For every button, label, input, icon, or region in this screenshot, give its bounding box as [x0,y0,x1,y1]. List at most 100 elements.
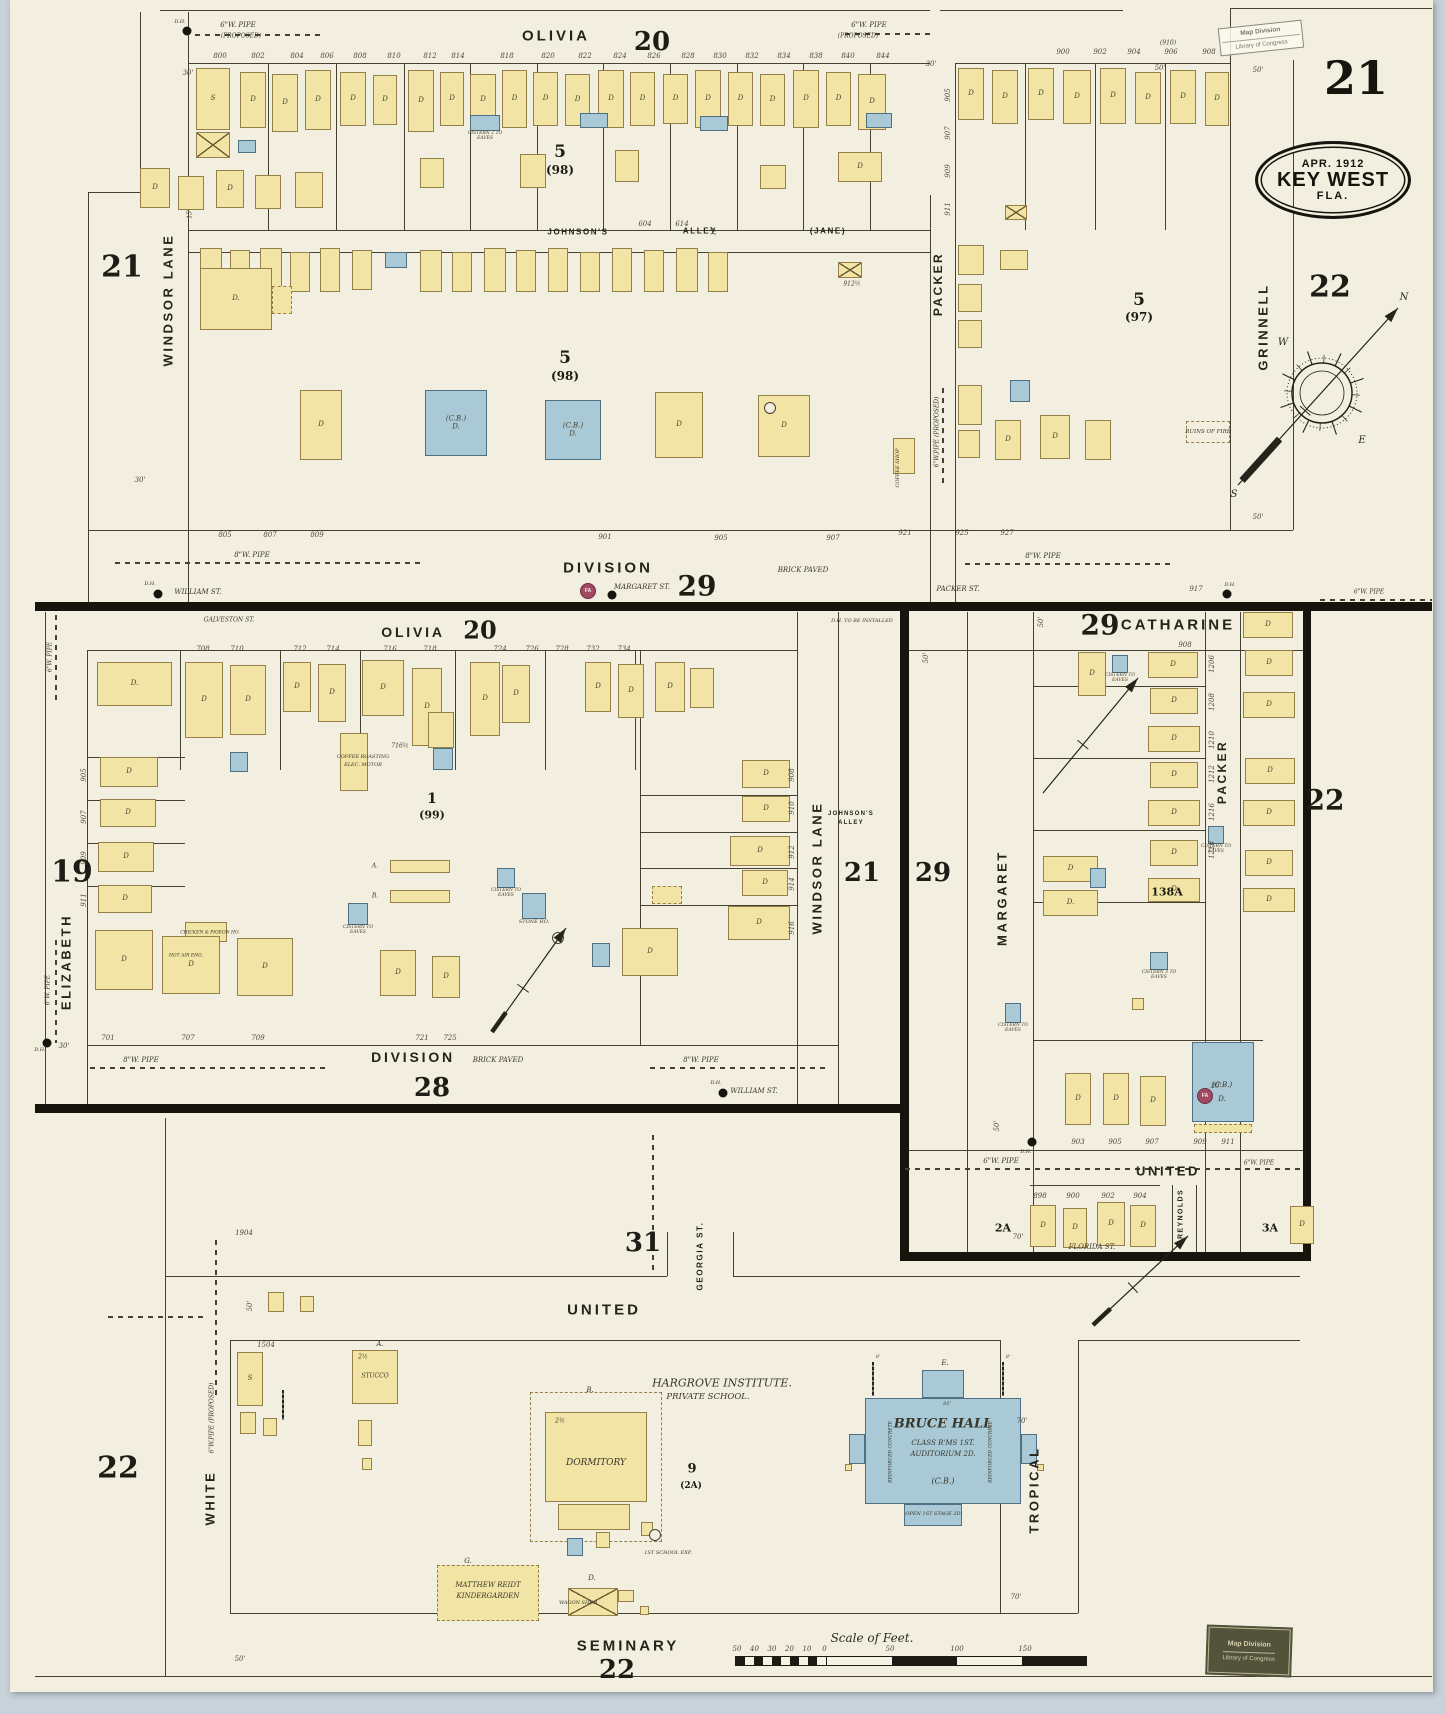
building [420,250,442,292]
building [580,252,600,292]
building: D [992,70,1018,124]
cistern [433,748,453,770]
hydrant-dot [1027,1137,1037,1147]
building: D [655,662,685,712]
house-number: 708 [196,645,210,653]
scale-number: 30 [767,1645,777,1653]
building [358,1420,372,1446]
building-label: D [188,960,194,969]
street-line [733,1276,1300,1277]
building: D [240,72,266,128]
building: D [728,72,753,126]
map-note: 6"W. PIPE [220,21,256,29]
block-number: 21 [101,249,143,285]
street-label: ELIZABETH [58,913,74,1011]
water-pipe-dash [942,388,944,483]
building [615,150,639,182]
block-number: 29 [1080,608,1120,642]
dimension-label: 10' [710,226,718,236]
building: D [1028,68,1054,120]
building [640,1606,649,1615]
building: D [318,664,346,722]
building [568,1588,618,1616]
building: D [98,885,152,913]
map-note: MARGARET ST. [613,583,671,591]
block-number: 1 [427,791,437,807]
street-line [1240,612,1241,1252]
cistern-label: CISTERN 2 TO EAVES [467,131,503,142]
water-pipe-dash [1320,599,1432,601]
block-number: 29 [677,569,717,603]
block-number: 22 [598,1655,636,1685]
house-number: 614 [675,220,689,228]
dimension-label: 50' [234,1655,246,1663]
building [263,1418,277,1436]
building: D [1170,70,1196,124]
house-number: 901 [598,533,612,541]
building-label: D [443,972,449,981]
fire-alarm-badge: FA [1197,1088,1213,1104]
block-number: 20 [463,615,497,645]
building: D [630,72,655,126]
cistern [580,113,608,128]
building: D [502,70,527,128]
house-number: 903 [1071,1138,1085,1146]
house-number: 904 [1133,1192,1147,1200]
scale-number: 20 [785,1645,794,1653]
scale-number: 10 [802,1645,812,1653]
cistern: CISTERN TO EAVES [998,1003,1028,1033]
street-label: PACKER [1215,739,1229,805]
house-number: 909 [80,851,88,865]
building: D [742,796,790,822]
cistern [1010,380,1030,402]
map-note: D. [588,1574,596,1582]
building [522,893,546,919]
building-label: D [1171,696,1177,705]
street-line [1033,902,1205,903]
cistern-label: CISTERN TO EAVES [342,925,374,936]
street-label: WINDSOR LANE [809,801,825,935]
building [596,1532,610,1548]
house-number: 909 [944,164,952,178]
house-number: 900 [1056,48,1070,56]
building [838,262,862,278]
building: S [196,68,230,130]
building-label: D [262,962,268,971]
house-number: 1206 [1208,655,1216,673]
building-label: D [705,94,711,103]
building-label: D [1214,94,1220,103]
building: D [760,74,785,126]
building [1000,250,1028,270]
map-note: D.H. [710,1080,722,1086]
block-number: 19 [51,854,93,890]
paved-street-band [35,602,1432,611]
water-pipe-dash [965,563,1175,565]
building: D [432,956,460,998]
building-label: D [315,95,321,104]
street-line [165,1276,667,1277]
building [545,1412,647,1502]
water-pipe-dash [108,1316,208,1318]
dimension-label: 50' [1037,616,1045,628]
street-line [940,10,1123,11]
house-number: 832 [745,52,759,60]
street-line [1196,1185,1197,1252]
building-label: D [424,702,430,711]
cistern: CISTERN 3 TO EAVES [1142,952,1176,980]
block-number: 29 [914,858,952,888]
street-line [404,63,405,230]
building-label: D [329,688,335,697]
house-number: 812 [423,52,437,60]
street-line [909,650,1303,651]
map-note: 716½ [391,742,409,750]
street-line [88,192,89,602]
dimension-label: 8' [875,1354,881,1360]
building-label: D [1180,92,1186,101]
house-number: 908 [1202,48,1216,56]
cistern-label: CISTERN TO EAVES [1104,673,1136,684]
street-label: JOHNSON'S [547,227,609,237]
house-number: 701 [101,1034,115,1042]
building-label: D [781,421,787,430]
building-label: D [1072,1223,1078,1232]
dimension-label: 70' [1016,1417,1028,1425]
